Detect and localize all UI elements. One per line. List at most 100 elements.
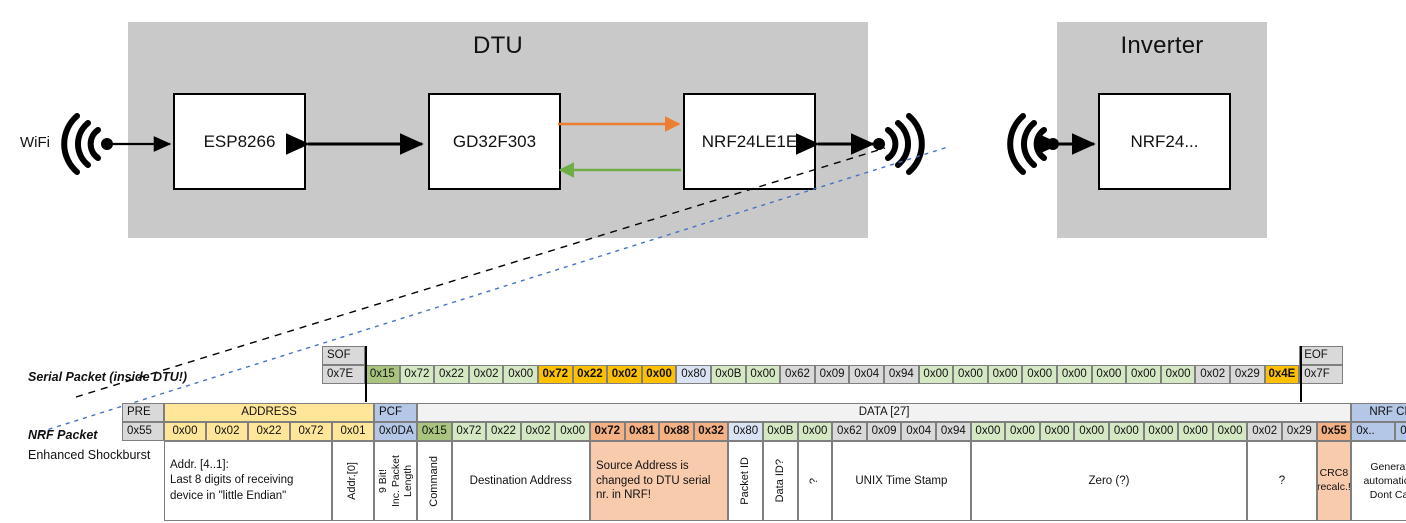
nrf-command-description: Command bbox=[417, 441, 452, 521]
serial-byte-6: 0x22 bbox=[572, 365, 608, 384]
serial-byte-25: 0x29 bbox=[1230, 365, 1265, 384]
serial-end-divider bbox=[1300, 346, 1302, 402]
serial-eof-header: EOF bbox=[1299, 346, 1344, 365]
nrf-data-byte-3: 0x02 bbox=[520, 422, 556, 441]
chip-label: GD32F303 bbox=[452, 131, 537, 151]
nrf-data-byte-18: 0x00 bbox=[1039, 422, 1075, 441]
serial-byte-5: 0x72 bbox=[538, 365, 573, 384]
nrf-data-byte-17: 0x00 bbox=[1005, 422, 1040, 441]
nrf-data-byte-11: 0x00 bbox=[797, 422, 833, 441]
nrf-data-byte-13: 0x09 bbox=[866, 422, 902, 441]
serial-byte-10: 0x0B bbox=[711, 365, 746, 384]
serial-byte-4: 0x00 bbox=[503, 365, 538, 384]
nrf-data-byte-12: 0x62 bbox=[832, 422, 867, 441]
nrf-crc-byte-0: 0x.. bbox=[1351, 422, 1396, 441]
nrf-pcf-value: 0x0DA bbox=[374, 422, 417, 441]
nrf-packet-id-description-label: Packet ID bbox=[738, 457, 751, 505]
nrf-data-byte-14: 0x04 bbox=[901, 422, 936, 441]
nrf-address-header: ADDRESS bbox=[164, 403, 374, 422]
nrf-data-id-description-label: Data ID? bbox=[773, 459, 786, 503]
chip-label: ESP8266 bbox=[203, 131, 276, 151]
nrf-source-description: Source Address is changed to DTU serial … bbox=[590, 441, 729, 521]
chip-label: NRF24... bbox=[1130, 131, 1199, 151]
nrf-address-byte-3: 0x72 bbox=[290, 422, 332, 441]
nrf-destination-description: Destination Address bbox=[451, 441, 590, 521]
serial-sof-value: 0x7E bbox=[322, 365, 365, 384]
nrf-data-byte-24: 0x02 bbox=[1247, 422, 1282, 441]
serial-byte-8: 0x00 bbox=[641, 365, 677, 384]
nrf-data-byte-7: 0x88 bbox=[659, 422, 694, 441]
nrf-data-byte-20: 0x00 bbox=[1109, 422, 1144, 441]
nrf-data-byte-2: 0x22 bbox=[486, 422, 521, 441]
chip-nrf24: NRF24... bbox=[1098, 93, 1231, 190]
serial-byte-3: 0x02 bbox=[468, 365, 504, 384]
serial-byte-14: 0x04 bbox=[849, 365, 884, 384]
nrf-data-header: DATA [27] bbox=[417, 403, 1352, 422]
nrf-crc-note-label: Generated automatically. Dont Care! bbox=[1363, 460, 1406, 502]
serial-byte-2: 0x22 bbox=[434, 365, 469, 384]
nrf-data-byte-19: 0x00 bbox=[1074, 422, 1109, 441]
serial-eof-value: 0x7F bbox=[1299, 365, 1344, 384]
nrf-address-byte-0: 0x00 bbox=[164, 422, 206, 441]
nrf-data-byte-26: 0x55 bbox=[1316, 422, 1352, 441]
serial-byte-21: 0x00 bbox=[1091, 365, 1127, 384]
chip-label: NRF24LE1E bbox=[701, 131, 798, 151]
nrf-data-byte-9: 0x80 bbox=[728, 422, 763, 441]
nrf-data-id-description: Data ID? bbox=[763, 441, 798, 521]
nrf-data-byte-1: 0x72 bbox=[451, 422, 487, 441]
nrf-data-byte-5: 0x72 bbox=[590, 422, 625, 441]
nrf-pcf-length-label: Inc. Packet Length bbox=[389, 455, 415, 507]
serial-byte-11: 0x00 bbox=[745, 365, 781, 384]
serial-packet-row-label: Serial Packet (inside DTU!) bbox=[28, 370, 188, 384]
dtu-title: DTU bbox=[473, 32, 523, 59]
nrf-address-byte-4: 0x01 bbox=[332, 422, 374, 441]
nrf-packet-id-description: Packet ID bbox=[728, 441, 763, 521]
nrf-crc-description: Generated automatically. Dont Care! bbox=[1351, 441, 1406, 521]
nrf-pcf-bits-label: 9 Bit! bbox=[376, 469, 389, 493]
nrf-addr0-label: Addr.[0] bbox=[346, 462, 359, 500]
serial-byte-13: 0x09 bbox=[814, 365, 850, 384]
serial-start-divider bbox=[365, 346, 367, 402]
nrf-address-description: Addr. [4..1]: Last 8 digits of receiving… bbox=[164, 441, 332, 521]
nrf-timestamp-description: UNIX Time Stamp bbox=[832, 441, 971, 521]
nrf-crc-byte-1: 0x.. bbox=[1395, 422, 1406, 441]
nrf-packet-sub-label: Enhanced Shockburst bbox=[28, 448, 151, 462]
serial-byte-12: 0x62 bbox=[780, 365, 815, 384]
nrf-data-byte-8: 0x32 bbox=[693, 422, 729, 441]
nrf-data-byte-10: 0x0B bbox=[763, 422, 798, 441]
serial-byte-20: 0x00 bbox=[1057, 365, 1092, 384]
serial-byte-17: 0x00 bbox=[953, 365, 988, 384]
nrf-data-byte-6: 0x81 bbox=[624, 422, 660, 441]
serial-byte-15: 0x94 bbox=[884, 365, 919, 384]
nrf-pre-value: 0x55 bbox=[122, 422, 164, 441]
nrf-data-byte-0: 0x15 bbox=[417, 422, 452, 441]
nrf-packet-row-label: NRF Packet bbox=[28, 428, 98, 442]
nrf-zero-description: Zero (?) bbox=[970, 441, 1248, 521]
nrf-zero-description-label: Zero (?) bbox=[1088, 474, 1130, 487]
nrf-data-byte-16: 0x00 bbox=[970, 422, 1006, 441]
inverter-title: Inverter bbox=[1120, 32, 1204, 59]
nrf-destination-description-label: Destination Address bbox=[469, 474, 572, 487]
nrf-command-description-label: Command bbox=[427, 455, 440, 507]
inverter-enclosure: Inverter bbox=[1057, 22, 1267, 238]
nrf-unknown2-description: ? bbox=[1247, 441, 1317, 521]
nrf-pcf-description: 9 Bit!Inc. Packet Length bbox=[374, 441, 417, 521]
serial-byte-19: 0x00 bbox=[1022, 365, 1057, 384]
nrf-unknown1-description: ? bbox=[797, 441, 833, 521]
nrf-crc-header: NRF CRC bbox=[1351, 403, 1406, 422]
serial-byte-23: 0x00 bbox=[1160, 365, 1196, 384]
serial-byte-9: 0x80 bbox=[676, 365, 711, 384]
nrf-addr0-description: Addr.[0] bbox=[332, 441, 374, 521]
nrf-source-description-label: Source Address is changed to DTU serial … bbox=[596, 459, 711, 502]
nrf-crc8-description-label: CRC8 recalc.! bbox=[1316, 467, 1351, 493]
serial-byte-18: 0x00 bbox=[987, 365, 1023, 384]
nrf-data-byte-21: 0x00 bbox=[1143, 422, 1179, 441]
serial-byte-22: 0x00 bbox=[1126, 365, 1161, 384]
serial-byte-1: 0x72 bbox=[399, 365, 435, 384]
nrf-address-byte-1: 0x02 bbox=[206, 422, 248, 441]
nrf-unknown2-description-label: ? bbox=[1278, 474, 1286, 487]
nrf-data-byte-4: 0x00 bbox=[555, 422, 590, 441]
nrf-data-byte-25: 0x29 bbox=[1282, 422, 1317, 441]
nrf-data-byte-15: 0x94 bbox=[936, 422, 971, 441]
serial-byte-0: 0x15 bbox=[365, 365, 400, 384]
